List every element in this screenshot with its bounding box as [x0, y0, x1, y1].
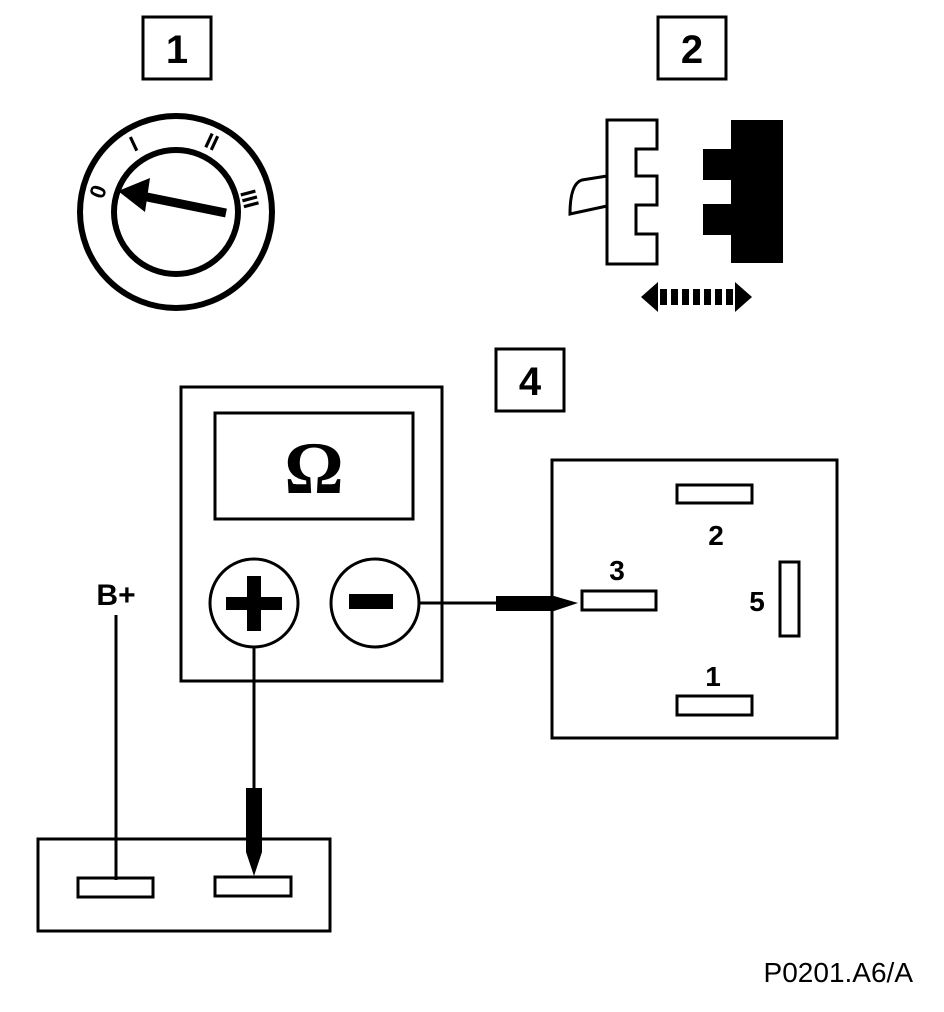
meter-body [179, 385, 444, 683]
pin-2 [675, 483, 754, 505]
harness-pin-left [76, 876, 155, 899]
component-connector-body [550, 458, 839, 740]
switch-pointer-arrow-icon [118, 178, 227, 218]
callout-1-label: 1 [166, 28, 188, 72]
pin-1-label: 1 [705, 661, 721, 692]
component-connector: 2 3 5 1 [550, 458, 839, 740]
positive-probe [246, 788, 262, 852]
connector-disconnect [568, 118, 783, 312]
switch-knob [111, 147, 241, 277]
rotary-switch: 0 I II III [77, 113, 275, 311]
plus-terminal [208, 557, 300, 649]
ohmmeter: Ω [179, 385, 444, 683]
harness-pin-right [213, 875, 293, 898]
pin-2-label: 2 [708, 520, 724, 551]
callout-4-label: 4 [519, 360, 542, 404]
callout-2-label: 2 [681, 28, 703, 72]
pin-3-label: 3 [609, 555, 625, 586]
pin-5-label: 5 [749, 586, 765, 617]
connector-half-open [605, 118, 659, 266]
connector-half-solid [703, 120, 783, 263]
pin-3 [580, 589, 658, 612]
ohm-symbol: Ω [284, 428, 343, 510]
locking-tab [568, 174, 609, 216]
figure-reference: P0201.A6/A [764, 957, 914, 988]
switch-position-3: III [235, 187, 264, 211]
switch-position-2: II [201, 128, 223, 156]
callout-2: 2 [656, 15, 728, 81]
switch-position-1: I [126, 131, 142, 156]
callout-1: 1 [141, 15, 213, 81]
supply-label: B+ [96, 579, 135, 612]
callout-4: 4 [494, 347, 566, 413]
switch-outer-ring [77, 113, 275, 311]
plus-icon-v [247, 576, 261, 631]
negative-probe [496, 596, 554, 611]
pin-5 [778, 560, 801, 638]
pin-1 [675, 694, 754, 717]
switch-position-0: 0 [84, 182, 112, 202]
negative-test-lead [419, 596, 578, 611]
harness-connector-body [36, 837, 332, 933]
harness-connector [36, 837, 332, 933]
positive-test-lead [246, 647, 262, 876]
meter-display [213, 411, 415, 521]
minus-terminal [329, 557, 421, 649]
double-arrow-icon [641, 282, 752, 312]
minus-icon [349, 594, 393, 609]
